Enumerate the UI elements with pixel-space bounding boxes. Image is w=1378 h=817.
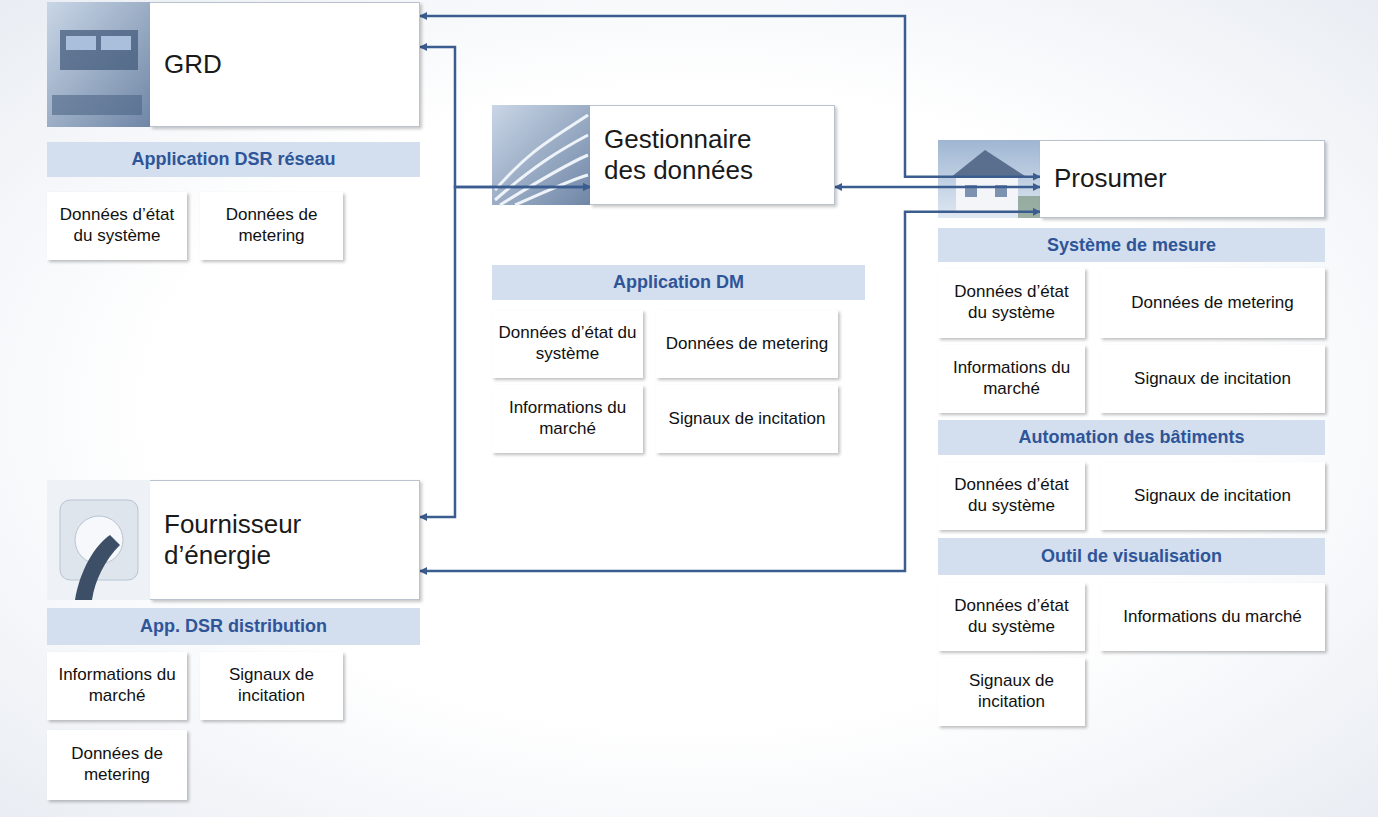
cell-text: Données de metering xyxy=(1131,293,1294,314)
data-cell: Données d’état du système xyxy=(938,268,1085,338)
data-cell: Informations du marché xyxy=(1100,583,1325,651)
cell-text: Données d’état du système xyxy=(53,205,181,246)
band-title: Système de mesure xyxy=(1047,235,1216,256)
application-band: Application DSR réseau xyxy=(47,142,420,177)
application-band: Application DM xyxy=(492,265,865,300)
actor-name: Fournisseur d’énergie xyxy=(164,509,329,571)
actor-box: Prosumer xyxy=(1040,140,1325,218)
application-band: App. DSR distribution xyxy=(47,608,420,645)
data-cell: Données d’état du système xyxy=(492,310,643,378)
cable-icon xyxy=(492,105,590,205)
data-cell: Signaux de incitation xyxy=(938,658,1085,726)
data-cell: Données de metering xyxy=(47,730,187,800)
band-title: Application DM xyxy=(613,272,744,293)
data-cell: Signaux de incitation xyxy=(1100,462,1325,530)
cell-text: Données d’état du système xyxy=(944,596,1079,637)
cell-text: Signaux de incitation xyxy=(1134,486,1291,507)
band-title: Outil de visualisation xyxy=(1041,546,1222,567)
cell-text: Informations du marché xyxy=(498,398,637,439)
control-room-icon xyxy=(47,2,150,127)
band-title: App. DSR distribution xyxy=(140,616,327,637)
data-cell: Données de metering xyxy=(1100,268,1325,338)
plug-icon xyxy=(47,480,150,600)
actor-name: GRD xyxy=(164,49,222,80)
data-cell: Données de metering xyxy=(200,192,343,260)
data-cell: Signaux de incitation xyxy=(200,652,343,720)
data-cell: Signaux de incitation xyxy=(1100,345,1325,413)
band-title: Automation des bâtiments xyxy=(1018,427,1244,448)
cell-text: Données d’état du système xyxy=(498,323,637,364)
data-cell: Données de metering xyxy=(656,310,838,378)
cell-text: Informations du marché xyxy=(944,358,1079,399)
data-cell: Signaux de incitation xyxy=(656,385,838,453)
cell-text: Données de metering xyxy=(53,744,181,785)
cell-text: Signaux de incitation xyxy=(669,409,826,430)
data-cell: Données d’état du système xyxy=(938,583,1085,651)
cell-text: Données d’état du système xyxy=(944,282,1079,323)
cell-text: Signaux de incitation xyxy=(206,665,337,706)
cell-text: Données de metering xyxy=(206,205,337,246)
actor-name: Gestionnaire des données xyxy=(604,124,779,186)
house-icon xyxy=(938,140,1040,218)
actor-box: Gestionnaire des données xyxy=(590,105,835,205)
data-cell: Informations du marché xyxy=(938,345,1085,413)
cell-text: Signaux de incitation xyxy=(944,671,1079,712)
connector-arrow xyxy=(420,47,590,187)
application-band: Système de mesure xyxy=(938,228,1325,262)
cell-text: Signaux de incitation xyxy=(1134,369,1291,390)
application-band: Automation des bâtiments xyxy=(938,420,1325,455)
cell-text: Données d’état du système xyxy=(944,475,1079,516)
cell-text: Informations du marché xyxy=(53,665,181,706)
application-band: Outil de visualisation xyxy=(938,538,1325,575)
data-cell: Informations du marché xyxy=(492,385,643,453)
actor-box: Fournisseur d’énergie xyxy=(150,480,420,600)
actor-name: Prosumer xyxy=(1054,163,1167,194)
data-cell: Informations du marché xyxy=(47,652,187,720)
actor-box: GRD xyxy=(150,2,420,127)
cell-text: Données de metering xyxy=(666,334,829,355)
band-title: Application DSR réseau xyxy=(131,149,335,170)
connector-arrow xyxy=(835,186,1040,189)
cell-text: Informations du marché xyxy=(1123,607,1302,628)
data-cell: Données d’état du système xyxy=(938,462,1085,530)
data-cell: Données d’état du système xyxy=(47,192,187,260)
